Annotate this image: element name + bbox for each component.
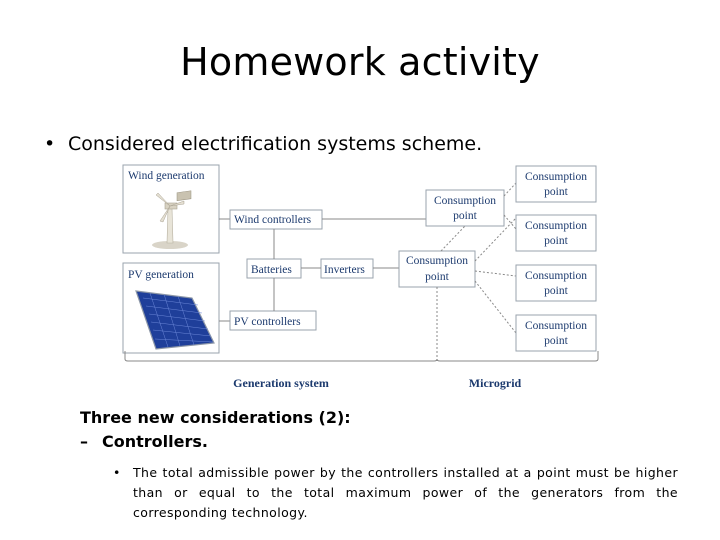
batteries-label: Batteries <box>251 264 292 276</box>
cp-link-dashed <box>474 280 517 334</box>
pv-controllers-label: PV controllers <box>234 316 301 328</box>
pv-generation-label: PV generation <box>128 269 194 281</box>
consumption-point-right-3: Consumption point <box>515 264 597 302</box>
dash-marker: – <box>80 432 88 451</box>
consumption-point-mid-top <box>425 189 505 227</box>
cp-center-line2: point <box>425 271 449 283</box>
cp-link-dashed <box>503 214 517 230</box>
consumption-point-right-4: Consumption point <box>515 314 597 352</box>
cp-r3-line2: point <box>544 285 568 297</box>
main-bullet: • Considered electrification systems sche… <box>44 133 482 155</box>
cp-r2-line1: Consumption <box>525 220 587 232</box>
cp-link-dashed <box>474 270 517 277</box>
wind-controllers-label: Wind controllers <box>234 214 312 226</box>
microgrid-label: Microgrid <box>469 376 522 390</box>
bullet-dot-icon: • <box>44 133 56 155</box>
cp-r2-line2: point <box>544 235 568 247</box>
controllers-detail: • The total admissible power by the cont… <box>113 463 678 523</box>
cp-r1-line2: point <box>544 186 568 198</box>
slide-title: Homework activity <box>180 40 540 84</box>
cp-r3-line1: Consumption <box>525 270 587 282</box>
inverters-label: Inverters <box>324 264 365 276</box>
consumption-point-right-2: Consumption point <box>515 214 597 252</box>
consumption-point-right-1: Consumption point <box>515 165 597 203</box>
solar-panel-icon <box>135 290 215 350</box>
cp-r1-line1: Consumption <box>525 171 587 183</box>
controllers-item-text: Controllers. <box>102 432 208 451</box>
microgrid-bracket <box>436 351 599 362</box>
consumption-point-center <box>398 250 476 288</box>
controllers-item: –Controllers. <box>80 432 208 451</box>
wind-turbine-icon <box>152 190 192 249</box>
cp-center-line1: Consumption <box>406 255 468 267</box>
bullet-dot-icon: • <box>113 465 121 480</box>
generation-system-bracket <box>124 351 438 362</box>
diagram-svg: Wind generation PV generation <box>122 164 599 390</box>
generation-system-label: Generation system <box>233 376 329 390</box>
cp-mid-top-line2: point <box>453 210 477 222</box>
pv-controllers-box <box>229 310 317 331</box>
considerations-heading: Three new considerations (2): <box>80 408 351 427</box>
cp-r4-line1: Consumption <box>525 320 587 332</box>
cp-link-dashed <box>440 225 466 252</box>
cp-r4-line2: point <box>544 335 568 347</box>
electrification-scheme-diagram: Wind generation PV generation <box>118 163 603 400</box>
cp-link-dashed <box>503 182 517 197</box>
wind-generation-label: Wind generation <box>128 170 205 182</box>
cp-mid-top-line1: Consumption <box>434 195 496 207</box>
main-bullet-text: Considered electrification systems schem… <box>68 133 483 155</box>
cp-link-dashed <box>474 217 517 262</box>
controllers-detail-text: The total admissible power by the contro… <box>133 465 678 520</box>
